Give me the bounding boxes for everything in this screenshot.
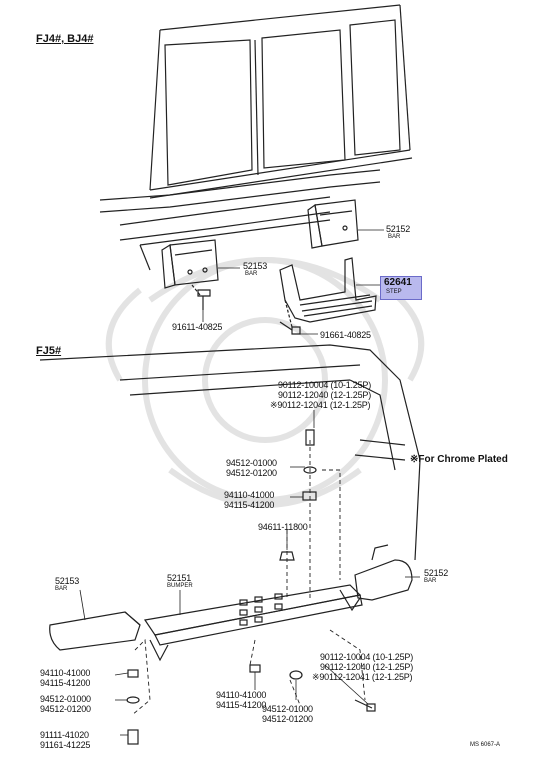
label-bolts-group-2: 90112-12040 (12-1.25P) xyxy=(278,390,372,400)
label-upper-bar-left-name: BAR xyxy=(245,271,258,277)
label-bumper-name: BUMPER xyxy=(167,583,193,589)
label-chrome-note: ※For Chrome Plated xyxy=(410,454,508,465)
section-heading-fj5: FJ5# xyxy=(36,345,62,357)
label-washer-group-1: 94512-01000 xyxy=(226,458,277,468)
label-right-bolts-group-1: 90112-10004 (10-1.25P) xyxy=(320,652,414,662)
section-heading-fj4: FJ4#, BJ4# xyxy=(36,33,94,45)
label-left-washer-group-1: 94512-01000 xyxy=(40,694,91,704)
label-step-name: STEP xyxy=(386,289,402,295)
upper-bar-bracket-right xyxy=(307,199,359,249)
label-center-washer-group-1: 94512-01000 xyxy=(262,704,313,714)
label-lower-bar-right-pn: 52152 xyxy=(424,568,449,578)
label-left-washer-group-2: 94512-01200 xyxy=(40,704,91,714)
vehicle-body xyxy=(149,4,413,199)
label-upper-bolt-right: 91661-40825 xyxy=(320,330,371,340)
footer-code: MS 6067-A xyxy=(470,742,501,748)
label-center-washer-group-2: 94512-01200 xyxy=(262,714,313,724)
label-right-bolts-group-2: 90112-12040 (12-1.25P) xyxy=(320,662,414,672)
label-center-nut-group-2: 94115-41200 xyxy=(216,700,267,710)
label-bolts-group-3: ※90112-12041 (12-1.25P) xyxy=(270,400,371,410)
upper-bolt-left xyxy=(191,284,211,310)
rear-bumper xyxy=(143,584,363,662)
label-upper-bar-right-pn: 52152 xyxy=(386,224,411,234)
label-upper-bolt-left: 91611-40825 xyxy=(172,322,223,332)
bumper-bar-end-left xyxy=(49,611,141,651)
label-upper-bar-right-name: BAR xyxy=(388,234,401,240)
label-nut-group-2: 94115-41200 xyxy=(224,500,275,510)
label-step-pn: 62641 xyxy=(384,277,412,288)
attachment-lines xyxy=(131,440,366,716)
label-lower-bar-right-name: BAR xyxy=(424,578,437,584)
bumper-bar-end-right xyxy=(354,544,413,601)
leader-lines xyxy=(79,229,420,736)
label-lower-bar-left-pn: 52153 xyxy=(55,576,80,586)
label-lower-bar-left-name: BAR xyxy=(55,586,68,592)
label-washer-group-2: 94512-01200 xyxy=(226,468,277,478)
label-upper-bar-left-pn: 52153 xyxy=(243,261,268,271)
label-nut-group-1: 94110-41000 xyxy=(224,490,275,500)
step-part-highlight[interactable] xyxy=(380,276,422,300)
label-left-bolt-group-1: 91111-41020 xyxy=(40,730,89,740)
label-left-bolt-group-2: 91161-41225 xyxy=(40,740,91,750)
watermark-crest xyxy=(105,257,425,508)
label-bolts-group-1: 90112-10004 (10-1.25P) xyxy=(278,380,372,390)
lower-vehicle-outline xyxy=(39,344,421,561)
label-center-nut-group-1: 94110-41000 xyxy=(216,690,267,700)
label-right-bolts-group-3: ※90112-12041 (12-1.25P) xyxy=(312,672,413,682)
label-bumper-pn: 52151 xyxy=(167,573,192,583)
label-nut-single: 94611-11800 xyxy=(258,522,308,532)
label-left-nut-group-2: 94115-41200 xyxy=(40,678,91,688)
step-assembly xyxy=(279,257,377,323)
vehicle-frame xyxy=(99,169,381,271)
label-left-nut-group-1: 94110-41000 xyxy=(40,668,91,678)
upper-bar-bracket-left xyxy=(161,239,219,289)
